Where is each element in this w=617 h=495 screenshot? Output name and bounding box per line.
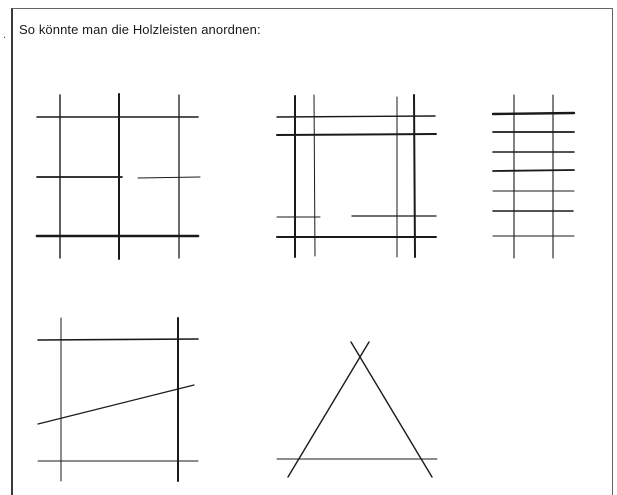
stick bbox=[276, 133, 437, 136]
stick bbox=[350, 341, 433, 478]
stick bbox=[37, 338, 199, 341]
stick bbox=[491, 111, 576, 116]
stick bbox=[137, 176, 201, 179]
stick bbox=[276, 115, 436, 118]
stick-figure-grid-2 bbox=[276, 94, 437, 258]
page-heading: So könnte man die Holzleisten anordnen: bbox=[19, 22, 261, 37]
stick bbox=[37, 384, 195, 425]
stick bbox=[287, 341, 370, 478]
stick-figure-triangle bbox=[276, 341, 438, 478]
stick-figure-grid-1 bbox=[35, 93, 201, 260]
stick bbox=[413, 94, 416, 258]
stick-figure-ladder bbox=[491, 94, 576, 259]
margin-mark: . bbox=[3, 30, 7, 41]
stick-figure-square-diagonal bbox=[37, 317, 199, 482]
page-frame bbox=[11, 8, 613, 495]
stick bbox=[492, 169, 575, 172]
stick bbox=[313, 94, 316, 257]
